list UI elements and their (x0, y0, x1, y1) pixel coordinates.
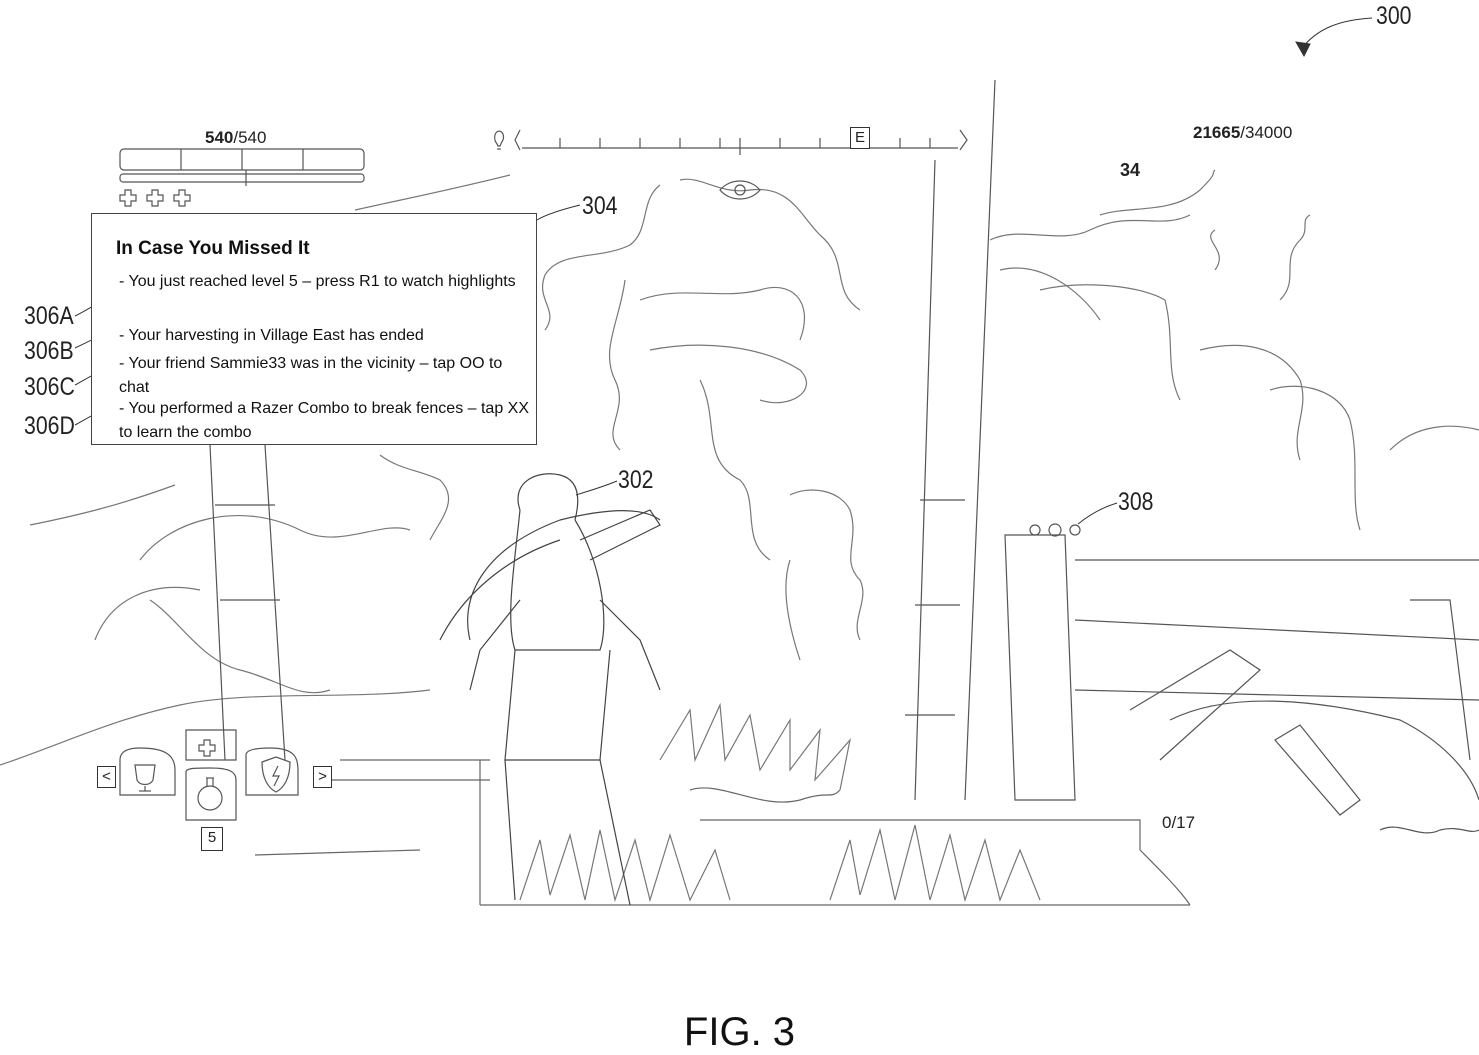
progress-counter: 0/17 (1162, 813, 1196, 832)
notification-item[interactable]: - Your harvesting in Village East has en… (119, 327, 424, 344)
compass-marker: E (850, 127, 870, 149)
carousel-next-button[interactable]: > (313, 766, 332, 788)
trophy-icon (134, 764, 156, 792)
figure-caption: FIG. 3 (683, 1010, 796, 1054)
item-count: 5 (201, 827, 223, 851)
grass (519, 702, 1041, 903)
notification-item[interactable]: - You performed a Razer Combo to break f… (119, 400, 530, 441)
level-readout: 34 (1120, 160, 1141, 180)
xp-max: /34000 (1240, 123, 1293, 142)
compass-bar (514, 129, 968, 155)
carousel-prev-button[interactable]: < (97, 766, 116, 788)
xp-readout: 21665/34000 (1193, 123, 1292, 143)
health-readout: 540/540 (205, 128, 266, 148)
notification-title: In Case You Missed It (116, 238, 310, 259)
cross-icon (119, 189, 191, 207)
ground (254, 759, 1191, 906)
notification-item[interactable]: - You just reached level 5 – press R1 to… (119, 273, 516, 290)
lightbulb-icon (494, 130, 505, 150)
cross-icon (198, 739, 216, 757)
ref-indicator: 308 (1118, 488, 1154, 516)
ref-figure: 300 (1376, 2, 1412, 30)
poles (209, 79, 996, 801)
ref-item-c: 306C (24, 373, 75, 401)
ref-notification-panel: 304 (582, 192, 618, 220)
potion-icon (197, 777, 223, 811)
xp-current: 21665 (1193, 123, 1241, 142)
fence (1004, 534, 1479, 834)
notification-panel: In Case You Missed It - You just reached… (91, 213, 537, 445)
ref-item-d: 306D (24, 412, 75, 440)
shield-icon (261, 756, 291, 793)
ref-item-b: 306B (24, 337, 74, 365)
eye-icon (719, 180, 761, 200)
notification-item[interactable]: - Your friend Sammie33 was in the vicini… (119, 355, 503, 396)
ref-character: 302 (618, 466, 654, 494)
background-foliage (0, 169, 1479, 766)
health-current: 540 (205, 128, 234, 147)
health-max: /540 (233, 128, 267, 147)
item-carousel (119, 729, 299, 821)
indicator-icon (1029, 523, 1081, 537)
ref-item-a: 306A (24, 302, 74, 330)
character (439, 473, 661, 906)
health-bar (119, 148, 365, 186)
